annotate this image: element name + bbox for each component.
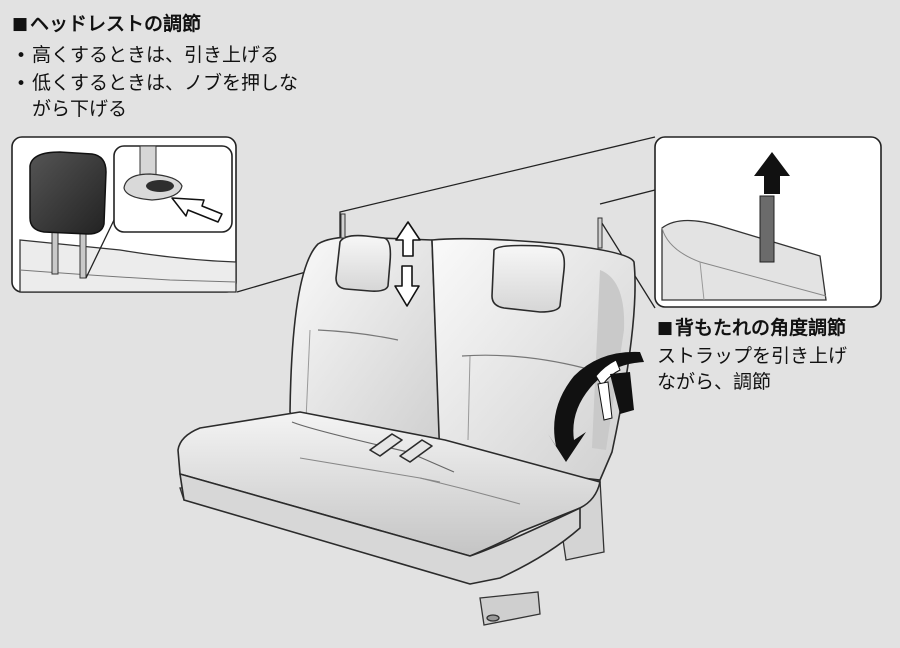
strap-detail-callout [654,136,882,308]
curved-recline-arrow-icon [548,351,644,462]
headrest-detail-callout [11,136,237,293]
seat-headrests [335,234,566,313]
recline-title-square: ■ [657,318,674,338]
recline-line-1: ストラップを引き上げ [657,345,848,367]
recline-line-2: ながら、調節 [657,371,772,393]
recline-title: 背もたれの角度調節 [675,317,847,339]
headrest-item-raise: 高くするときは、引き上げる [32,44,280,66]
headrest-item-lower: 低くするときは、ノブを押しな [32,72,299,94]
headrest-item-lower-cont: がら下げる [32,98,128,120]
seat-cushion [177,411,601,585]
headrest-title: ヘッドレストの調節 [30,13,202,35]
bullet-2: • [16,74,27,94]
press-arrow-icon [171,197,223,223]
bullet-1: • [16,46,27,66]
up-down-arrow-icon [394,221,421,307]
dark-headrest [29,151,107,235]
pull-up-arrow-icon [754,152,790,194]
headrest-title-square: ■ [12,14,29,34]
